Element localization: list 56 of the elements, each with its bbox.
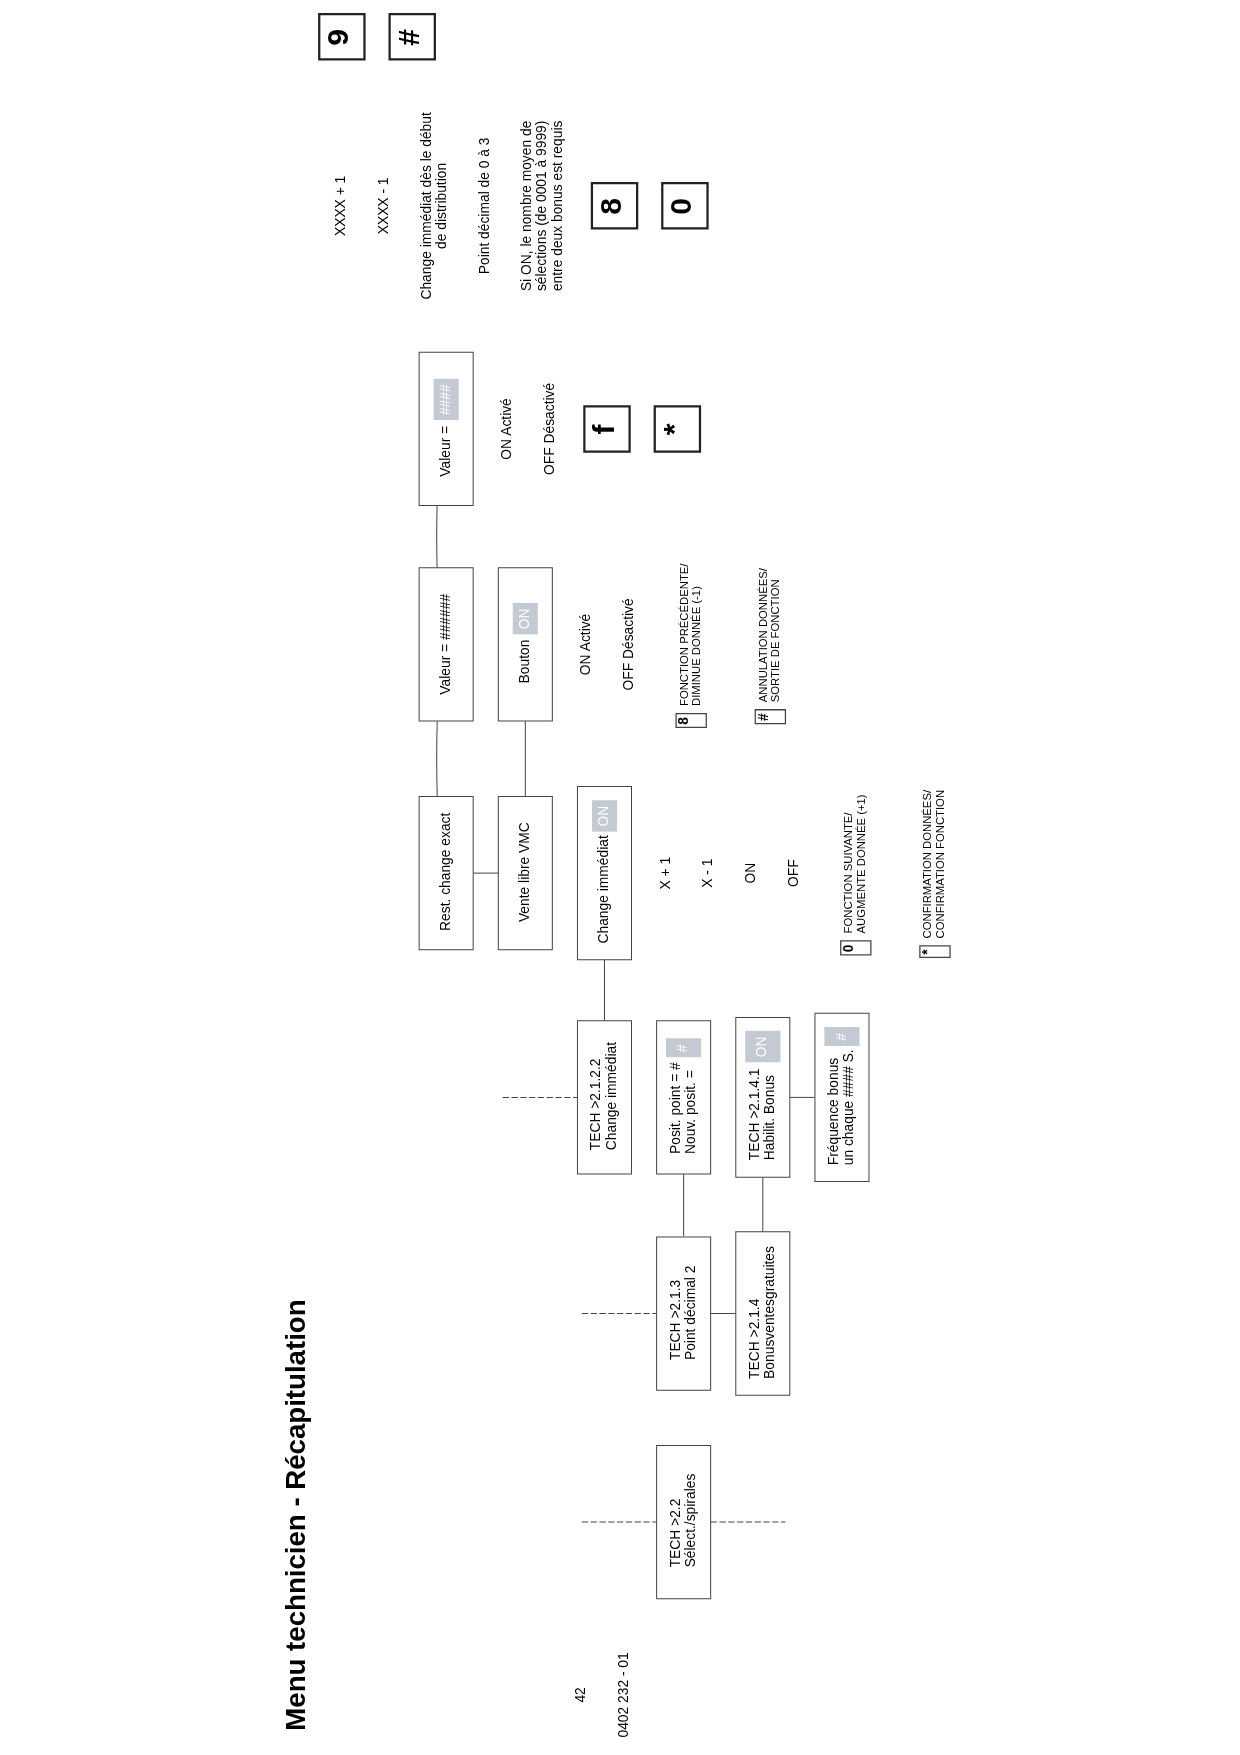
node-box: Fréquence bonus un chaque #### S. # [813,1012,869,1183]
label: XXXX - 1 [374,177,391,235]
node-label: FONCTION PRÉCÉDENTE/ DIMINUE DONNÉE (-1) [677,563,702,706]
node-box: TECH >2.1.4 Bonusventesgratuites [734,1231,790,1396]
label: OFF [784,859,801,887]
node-label: FONCTION SUIVANTE/ AUGMENTE DONNÉE (+1) [841,794,867,934]
connector [472,872,499,874]
connector [435,720,438,797]
connector [761,1176,763,1232]
node-box: f [582,405,631,453]
connector [789,1096,815,1098]
label: 0402 232 - 01 [614,1652,631,1738]
label: XXXX + 1 [331,175,348,236]
label: ON Activé [497,398,514,460]
label: ON Activé [576,613,593,676]
node-box: * [653,405,701,453]
node-box: Posit. point = # Nouv. posit. = # [655,1020,711,1175]
node-box: 8 [674,712,707,728]
connector [682,1173,684,1237]
connector [603,959,605,1021]
node-box: * [918,945,951,958]
node-box: Bouton ON [497,567,553,722]
label: Si ON, le nombre moyen de sélections (de 0001 à 9999) entre deux bonus est requis [517,120,564,292]
node-box: Valeur = #### [418,351,474,507]
node-box: 8 [590,182,638,230]
node-box: Change immédiat ON [576,785,632,961]
node-box: TECH >2.1.3 Point décimal 2 [655,1236,711,1391]
label: 42 [571,1687,588,1703]
label: Change immédiat dès le début de distribution [417,112,449,300]
diagram-title: Menu technicien - Récapitulation [279,1299,311,1731]
node-box: # [754,709,786,725]
label: OFF Désactivé [540,382,557,475]
node-box: 0 [839,940,871,956]
node-box: Rest. change exact [418,795,474,951]
node-box: Vente libre VMC [497,795,553,951]
connector [501,1096,578,1098]
connector [580,1521,657,1523]
node-label: ANNULATION DONNÉES/ SORTIE DE FONCTION [756,568,781,703]
node-box: 9 [317,13,366,61]
node-box: Valeur = ###### [418,567,474,722]
connector [709,1521,786,1523]
node-box: TECH >2.2 Sélect./spirales [655,1444,711,1600]
label: ON [741,862,758,884]
connector [435,505,438,568]
label: X + 1 [656,856,673,890]
connector [709,1313,736,1315]
connector [580,1313,657,1315]
node-box: # [387,13,436,61]
node-box: TECH >2.1.2.2 Change immédiat [576,1020,632,1175]
node-label: CONFIRMATION DONNÉES/ CONFIRMATION FONCTION [920,789,946,939]
label: OFF Désactivé [619,598,636,691]
connector [524,720,526,797]
label: Point décimal de 0 à 3 [475,137,492,275]
label: X - 1 [698,858,715,888]
node-box: TECH >2.1.4.1 Habilit. Bonus ON [734,1017,790,1178]
node-box: 0 [660,182,709,230]
